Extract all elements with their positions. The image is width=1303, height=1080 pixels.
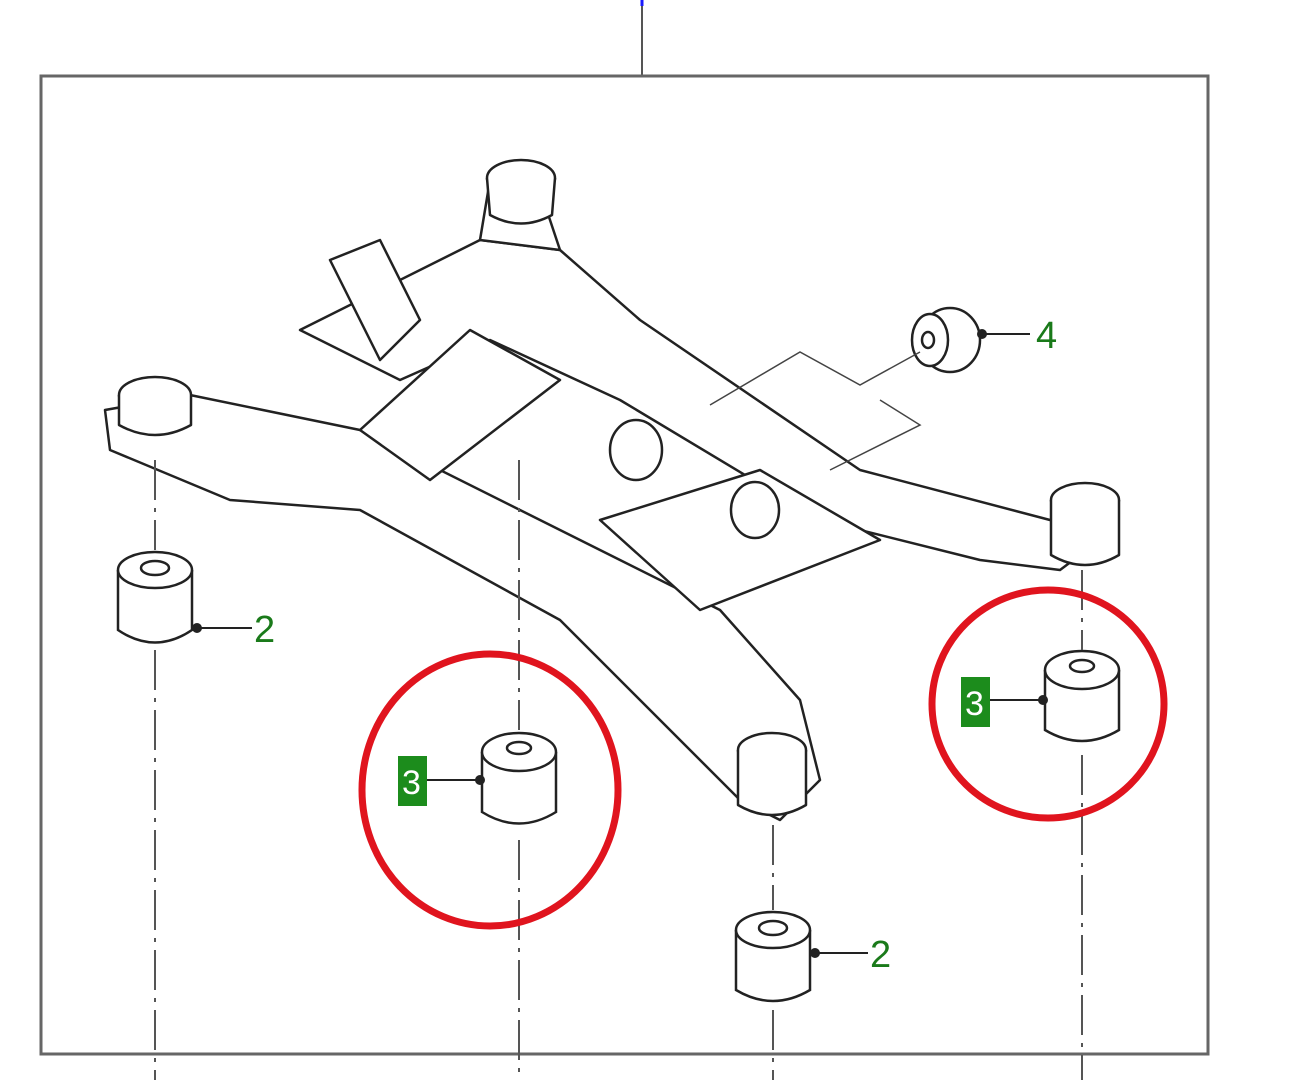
- bushing-3-right[interactable]: [1043, 649, 1121, 743]
- rear-subframe-illustration: [103, 158, 1121, 822]
- callout-3-center-box: [398, 756, 427, 806]
- bushing-3-center[interactable]: [480, 731, 558, 825]
- highlight-circle-right: [928, 586, 1168, 822]
- bushing-2-left[interactable]: [116, 550, 194, 644]
- callout-3-right[interactable]: 3: [965, 685, 984, 723]
- callout-3-center[interactable]: 3: [402, 764, 421, 802]
- callout-3-right-box: [961, 677, 990, 727]
- axis-lines: [154, 460, 1083, 1080]
- bushing-2-front[interactable]: [734, 910, 812, 1003]
- leader-group-4b: [829, 399, 922, 471]
- callout-2-left[interactable]: 2: [254, 609, 275, 651]
- highlight-circle-center: [358, 650, 622, 930]
- diagram-frame: [39, 74, 1210, 1056]
- bushing-items: [116, 306, 1121, 1003]
- callout-2-front[interactable]: 2: [870, 934, 891, 976]
- bushing-4[interactable]: [910, 306, 982, 374]
- callout-4[interactable]: 4: [1036, 315, 1057, 357]
- callout-leaders: [192, 329, 1048, 958]
- leader-group-4: [709, 351, 921, 406]
